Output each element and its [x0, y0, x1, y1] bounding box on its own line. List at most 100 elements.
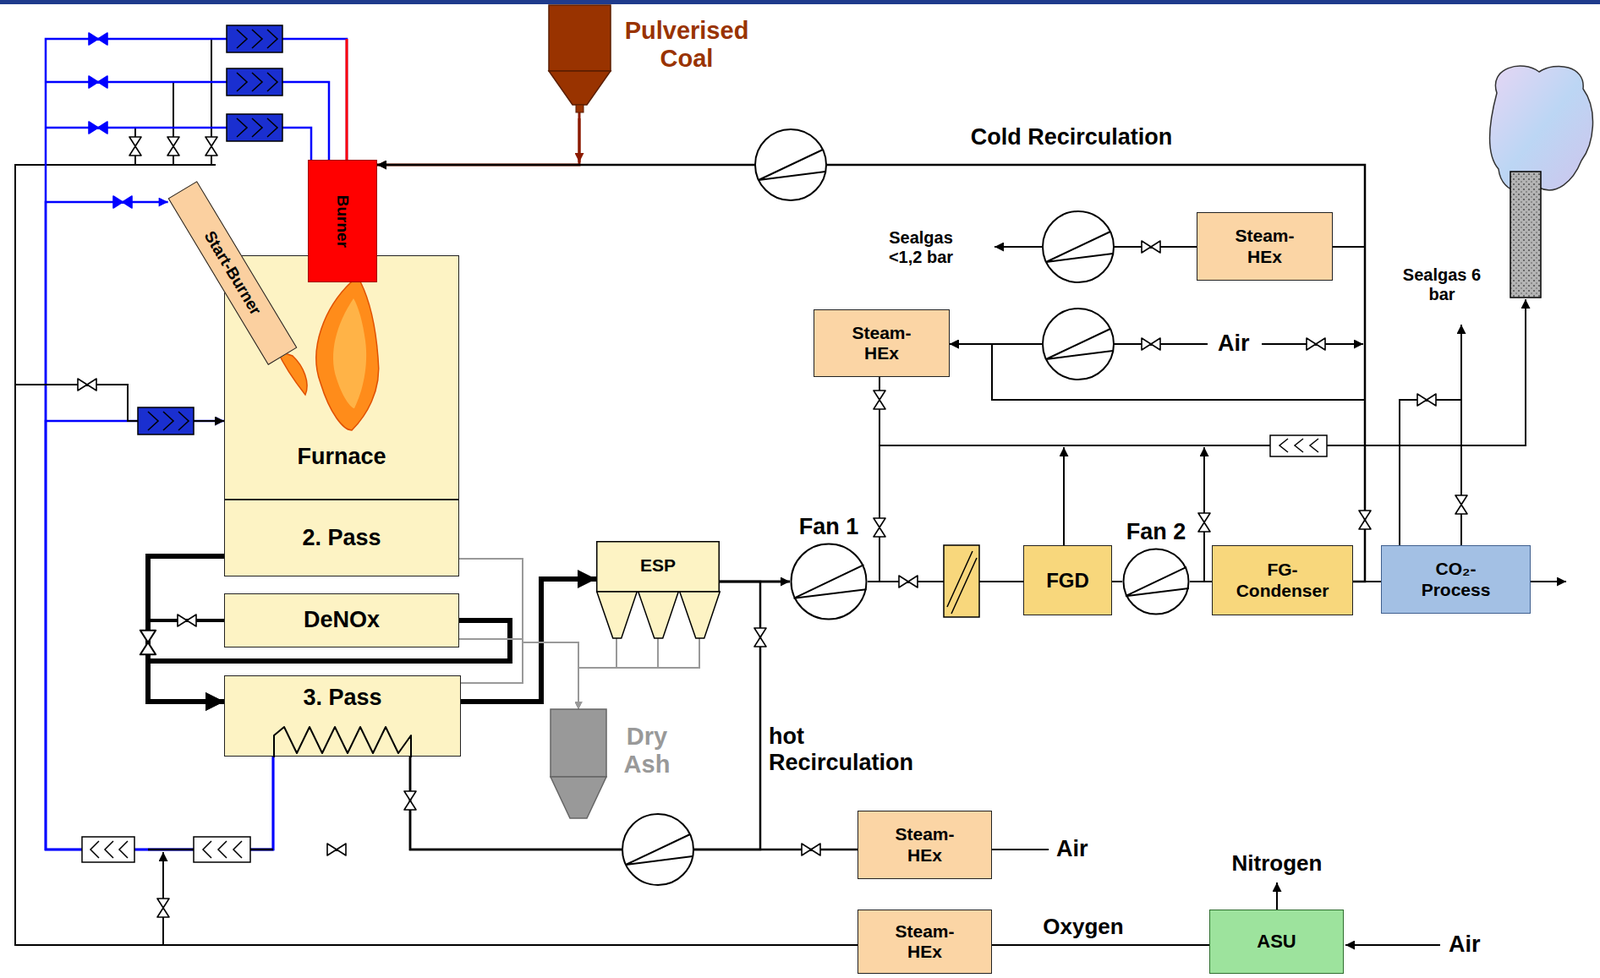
esp-filter-outline	[597, 591, 638, 639]
valve-symbol	[1198, 513, 1211, 532]
esp-filter-outline	[638, 591, 680, 639]
node-label: Fan 2	[1071, 519, 1241, 546]
edge-label-holder: Oxygen	[1041, 915, 1125, 941]
node-label: Steam-HEx	[887, 921, 964, 963]
label-holder: Nitrogen	[1230, 851, 1325, 877]
coal-hopper: Pulverised Coal	[548, 5, 611, 113]
heat-exchanger-symbol	[226, 68, 283, 96]
valve-symbol	[801, 843, 821, 856]
ash-line	[616, 638, 700, 669]
flow-line	[578, 638, 617, 710]
node-label: DeNOx	[303, 607, 380, 634]
label-holder: Air	[1216, 330, 1252, 357]
node-label: Burner	[333, 194, 352, 247]
pipe-line	[135, 38, 212, 165]
coal-hopper-outline	[548, 71, 611, 105]
valve-symbol	[754, 628, 767, 647]
fan-symbol	[622, 814, 694, 886]
heat-exchanger-symbol	[1270, 435, 1327, 457]
stack	[1510, 171, 1541, 298]
heat-exchanger-box: Steam-HEx	[857, 909, 992, 975]
node-label: Dry Ash	[612, 723, 682, 780]
fan-symbol-outline	[789, 542, 868, 621]
burner-feed	[345, 38, 349, 160]
burner-box: Burner	[307, 159, 378, 283]
pass-box: 3. Pass	[224, 675, 461, 757]
label-holder: Pulverised Coal	[615, 16, 758, 74]
valve-symbol	[77, 32, 1468, 918]
label-holder: Fan 2	[1071, 519, 1241, 546]
flow-line	[147, 556, 225, 702]
heat-exchanger-symbol	[90, 438, 1319, 859]
pipe-line	[15, 38, 1567, 946]
denox-box: DeNOx	[224, 593, 460, 648]
fan-symbol-outline	[1122, 547, 1190, 616]
valve-symbol	[88, 32, 108, 45]
node-label: Fan 1	[739, 514, 919, 541]
flow-label: hot Recirculation	[767, 723, 920, 777]
valve-symbol	[1455, 495, 1468, 515]
flow-line	[410, 581, 761, 850]
flow-line	[147, 556, 225, 621]
fan-symbol	[1042, 211, 1114, 283]
heat-exchanger-box: Steam-HEx	[857, 810, 992, 880]
valve-symbol	[1306, 338, 1326, 351]
ash-hopper-outline	[550, 709, 607, 819]
pipe-line	[991, 849, 1049, 851]
heat-exchanger-box: Steam-HEx	[813, 309, 950, 378]
valve-symbol	[113, 196, 132, 209]
coal-hopper-outline	[575, 104, 584, 113]
valve-symbol	[157, 898, 170, 918]
valve-symbol	[873, 518, 886, 537]
top-bar	[0, 0, 1600, 5]
pipe-line	[1063, 447, 1065, 546]
node-label: 2. Pass	[301, 525, 381, 552]
label-holder: Air	[1054, 836, 1091, 863]
flow-line	[1112, 580, 1123, 583]
valve-symbol	[1141, 241, 1161, 253]
furnace-box-outline	[316, 281, 379, 431]
pipe-line	[1399, 400, 1462, 546]
process-box: ASU	[1209, 909, 1344, 975]
stream-label: Air	[1216, 330, 1252, 357]
ash-hopper-outline	[550, 709, 607, 778]
flow-line	[460, 642, 579, 710]
pipe-line	[1530, 580, 1567, 583]
pipe-line	[1276, 882, 1278, 910]
valve-symbol	[88, 121, 108, 134]
pipe-line	[1345, 944, 1441, 947]
ash-hopper: Dry Ash	[550, 709, 607, 819]
flow-line	[1189, 580, 1212, 583]
fan-symbol-outline	[791, 544, 867, 620]
ash-line	[616, 638, 700, 669]
node-label: ASU	[1256, 931, 1296, 953]
valve-symbol	[873, 390, 886, 410]
esp-filter-outline	[597, 542, 720, 592]
flow-line	[377, 164, 1365, 582]
node-label: ESP	[640, 555, 676, 576]
esp-filter-outline	[679, 591, 721, 639]
label-holder: Sealgas 6 bar	[1397, 265, 1486, 305]
fan-symbol	[622, 129, 1114, 886]
fan-symbol: Fan 1	[789, 542, 868, 621]
valve-symbol	[77, 378, 97, 391]
heat-exchanger-box: Steam-HEx	[1196, 212, 1333, 281]
label-holder: Sealgas <1,2 bar	[873, 228, 969, 268]
pass-box-outline	[273, 727, 411, 758]
fan-symbol	[755, 129, 827, 201]
blue-pipe	[45, 82, 329, 160]
stream-label: Sealgas <1,2 bar	[873, 228, 969, 268]
ash-hopper-outline	[550, 777, 607, 819]
heat-exchanger-symbol	[82, 25, 1327, 863]
furnace-box-outline	[333, 298, 367, 409]
label-holder: Dry Ash	[612, 723, 682, 780]
flow-label: Cold Recirculation	[969, 124, 1175, 151]
flow-line	[991, 944, 1210, 947]
node-label: Steam-HEx	[1227, 225, 1304, 267]
esp-filter: ESP	[596, 541, 720, 639]
fan-symbol-outline	[1123, 549, 1190, 615]
flow-line	[459, 558, 579, 710]
label-holder: Fan 1	[739, 514, 919, 541]
fan-symbol-outline	[794, 564, 867, 599]
